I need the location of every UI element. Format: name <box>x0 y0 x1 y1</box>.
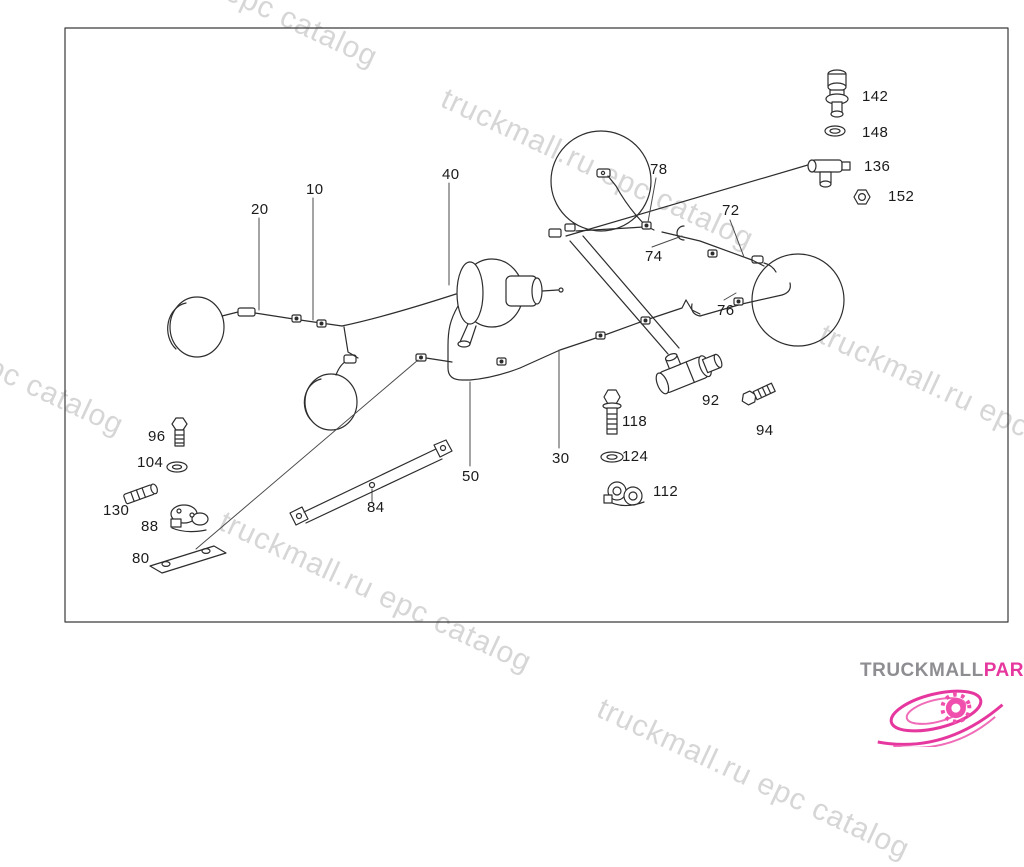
part-96-bolt <box>171 417 188 447</box>
pipe-clips <box>291 221 744 366</box>
part-label-130: 130 <box>103 502 130 519</box>
part-label-88: 88 <box>141 518 159 535</box>
part-label-92: 92 <box>702 392 720 409</box>
part-84-support-bracket <box>289 439 453 526</box>
part-label-40: 40 <box>442 166 460 183</box>
part-88-valve <box>170 504 209 533</box>
part-152-nut <box>853 189 871 205</box>
part-94-bolt <box>741 382 776 406</box>
part-label-78: 78 <box>650 161 668 178</box>
part-label-136: 136 <box>864 158 891 175</box>
part-142-valve <box>825 69 849 118</box>
rear-left-wheel <box>550 130 652 232</box>
part-148-ring <box>824 125 846 137</box>
part-label-104: 104 <box>137 454 164 471</box>
part-label-76: 76 <box>717 302 735 319</box>
rear-right-wheel <box>751 253 845 347</box>
leader-lines <box>195 177 745 550</box>
part-130-fitting <box>123 483 158 505</box>
part-label-94: 94 <box>756 422 774 439</box>
part-label-80: 80 <box>132 550 150 567</box>
brake-booster <box>456 258 564 348</box>
logo-wheel-icon <box>877 689 1004 747</box>
part-124-washer <box>600 451 624 463</box>
front-right-wheel <box>303 354 358 431</box>
logo-accent: PARTS <box>983 660 1024 681</box>
parts-diagram <box>64 27 1009 623</box>
logo-text: TRUCKMALLPARTS <box>860 660 1024 682</box>
part-label-10: 10 <box>306 181 324 198</box>
part-label-layer: 142 148 136 152 78 72 74 76 10 20 40 92 94 96 104 118 12… <box>103 88 915 567</box>
part-label-112: 112 <box>653 483 679 500</box>
part-label-50: 50 <box>462 468 480 485</box>
part-label-96: 96 <box>148 428 166 445</box>
part-label-72: 72 <box>722 202 740 219</box>
logo-brand: TRUCKMALL <box>860 660 984 681</box>
diagram-border <box>64 27 1009 623</box>
part-label-30: 30 <box>552 450 570 467</box>
part-label-118: 118 <box>622 413 648 430</box>
part-118-bolt <box>602 389 622 435</box>
truckmall-logo: TRUCKMALLPARTS <box>852 655 1024 747</box>
part-label-74: 74 <box>645 248 663 265</box>
part-label-148: 148 <box>862 124 889 141</box>
part-label-20: 20 <box>251 201 269 218</box>
part-136-t-fitting <box>807 159 851 188</box>
part-label-142: 142 <box>862 88 889 105</box>
part-label-124: 124 <box>622 448 649 465</box>
part-label-84: 84 <box>367 499 385 516</box>
part-92-valve-assembly <box>655 353 723 395</box>
part-80-bracket <box>149 545 227 574</box>
front-left-wheel <box>167 296 256 358</box>
part-label-152: 152 <box>888 188 915 205</box>
part-112-clamp <box>603 481 645 507</box>
part-104-washer <box>166 461 188 473</box>
